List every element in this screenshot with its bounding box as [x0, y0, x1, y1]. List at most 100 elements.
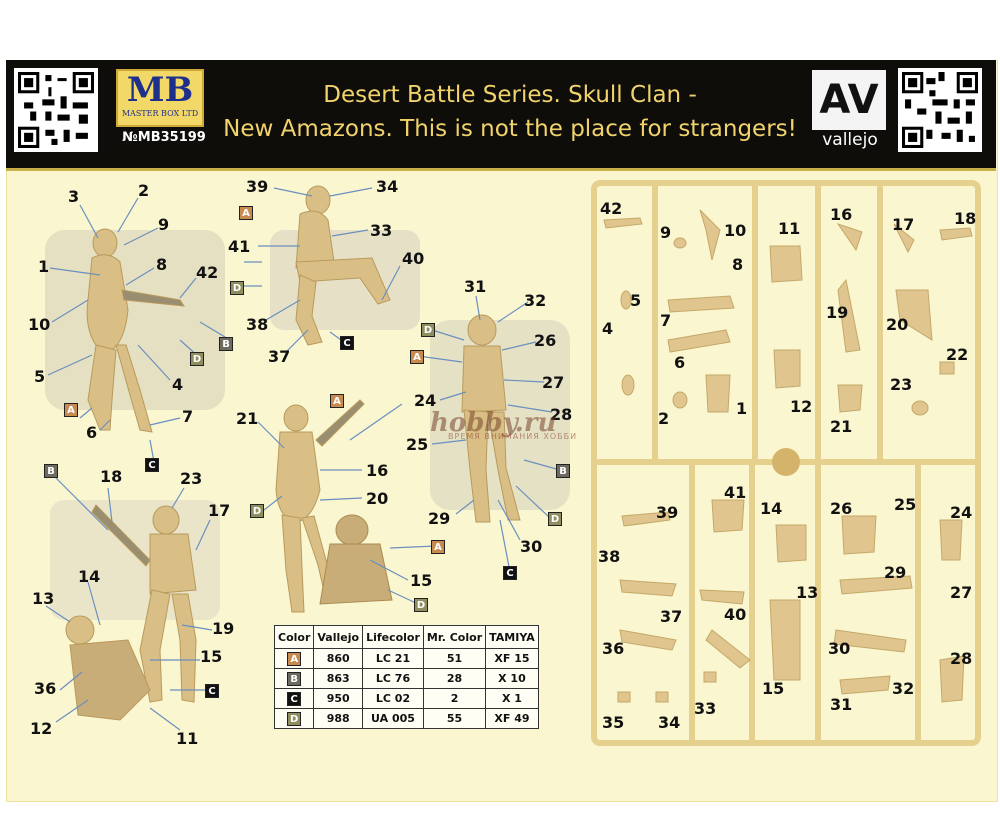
page-title: Desert Battle Series. Skull Clan - New A… — [215, 78, 805, 146]
table-row: D 988 UA 005 55 XF 49 — [273, 708, 539, 729]
callout-sprue-22: 22 — [946, 345, 969, 364]
color-cell: D — [273, 708, 315, 729]
callout-sprue-6: 6 — [674, 353, 686, 372]
qr-icon — [902, 72, 978, 148]
callout-sprue-11: 11 — [778, 219, 801, 238]
callout-sprue-39: 39 — [656, 503, 679, 522]
color-badge-d: D — [190, 352, 204, 366]
figure-2 — [295, 185, 391, 346]
color-badge-c: C — [503, 566, 517, 580]
callout-sprue-17: 17 — [892, 215, 915, 234]
figure-4 — [275, 399, 365, 613]
vallejo-logo: AV — [812, 70, 886, 130]
callout-fig3-32: 32 — [524, 291, 547, 310]
callout-fig3-28: 28 — [550, 405, 573, 424]
paint-table-header: Color Vallejo Lifecolor Mr. Color TAMIYA — [273, 625, 539, 649]
qr-code-left[interactable] — [14, 68, 98, 152]
sprue-frame — [591, 180, 981, 746]
vallejo-cell: 860 — [313, 648, 364, 669]
callout-fig5-17: 17 — [208, 501, 231, 520]
callout-fig4-15: 15 — [410, 571, 433, 590]
callout-sprue-37: 37 — [660, 607, 683, 626]
figure-4-kneeling — [319, 514, 393, 605]
table-row: A 860 LC 21 51 XF 15 — [273, 648, 539, 669]
color-badge-b: B — [556, 464, 570, 478]
table-row: B 863 LC 76 28 X 10 — [273, 668, 539, 689]
callout-fig5-14: 14 — [78, 567, 101, 586]
callout-fig4-21: 21 — [236, 409, 259, 428]
color-swatch-d: D — [287, 711, 302, 726]
callout-sprue-23: 23 — [890, 375, 913, 394]
callout-fig2-41: 41 — [228, 237, 251, 256]
vallejo-cell: 950 — [313, 688, 364, 709]
callout-sprue-18: 18 — [954, 209, 977, 228]
header-lifecolor: Lifecolor — [362, 625, 424, 649]
header-color: Color — [273, 625, 315, 649]
callout-fig3-27: 27 — [542, 373, 565, 392]
callout-fig2-37: 37 — [268, 347, 291, 366]
callout-fig1-42: 42 — [196, 263, 219, 282]
callout-sprue-41: 41 — [724, 483, 747, 502]
callout-sprue-26: 26 — [830, 499, 853, 518]
callout-sprue-16: 16 — [830, 205, 853, 224]
tamiya-cell: XF 15 — [485, 648, 539, 669]
callout-fig5-36: 36 — [34, 679, 57, 698]
callout-sprue-32: 32 — [892, 679, 915, 698]
color-badge-c: C — [340, 336, 354, 350]
callout-fig1-10: 10 — [28, 315, 51, 334]
callout-fig5-13: 13 — [32, 589, 55, 608]
callout-sprue-35: 35 — [602, 713, 625, 732]
callout-sprue-15: 15 — [762, 679, 785, 698]
color-cell: C — [273, 688, 315, 709]
callout-sprue-8: 8 — [732, 255, 744, 274]
callout-fig5-18: 18 — [100, 467, 123, 486]
callout-fig4-16: 16 — [366, 461, 389, 480]
qr-icon — [18, 72, 94, 148]
callout-fig1-5: 5 — [34, 367, 46, 386]
callout-fig2-33: 33 — [370, 221, 393, 240]
callout-fig1-6: 6 — [86, 423, 98, 442]
qr-code-right[interactable] — [898, 68, 982, 152]
tamiya-cell: X 10 — [485, 668, 539, 689]
callout-sprue-29: 29 — [884, 563, 907, 582]
callout-fig2-38: 38 — [246, 315, 269, 334]
callout-fig5-11: 11 — [176, 729, 199, 748]
watermark-sub: ВРЕМЯ ВНИМАНИЯ ХОББИ — [448, 432, 578, 441]
tamiya-cell: XF 49 — [485, 708, 539, 729]
callout-fig1-3: 3 — [68, 187, 80, 206]
mrcolor-cell: 2 — [422, 688, 487, 709]
color-badge-a: A — [239, 206, 253, 220]
photo-bg-5 — [50, 500, 220, 620]
sprue-parts — [603, 209, 973, 703]
callout-sprue-12: 12 — [790, 397, 813, 416]
callout-fig3-31: 31 — [464, 277, 487, 296]
callout-sprue-5: 5 — [630, 291, 642, 310]
title-line-1: Desert Battle Series. Skull Clan - — [323, 82, 697, 108]
callout-sprue-25: 25 — [894, 495, 917, 514]
paint-reference-table: Color Vallejo Lifecolor Mr. Color TAMIYA… — [273, 625, 539, 729]
callout-sprue-30: 30 — [828, 639, 851, 658]
callout-fig1-9: 9 — [158, 215, 170, 234]
color-badge-d: D — [414, 598, 428, 612]
figure-3 — [461, 314, 521, 523]
callout-fig3-24: 24 — [414, 391, 437, 410]
callout-fig1-4: 4 — [172, 375, 184, 394]
callout-sprue-2: 2 — [658, 409, 670, 428]
callout-fig5-15: 15 — [200, 647, 223, 666]
lifecolor-cell: UA 005 — [362, 708, 424, 729]
callout-fig5-19: 19 — [212, 619, 235, 638]
watermark: hobby.ru — [430, 408, 557, 438]
tamiya-cell: X 1 — [485, 688, 539, 709]
color-badge-c: C — [205, 684, 219, 698]
color-swatch-a: A — [287, 651, 302, 666]
callout-sprue-42: 42 — [600, 199, 623, 218]
color-badge-b: B — [219, 337, 233, 351]
table-row: C 950 LC 02 2 X 1 — [273, 688, 539, 709]
figure-5 — [65, 504, 197, 721]
product-code: №MB35199 — [122, 130, 206, 145]
callout-fig4-20: 20 — [366, 489, 389, 508]
callout-sprue-40: 40 — [724, 605, 747, 624]
vallejo-name: vallejo — [822, 130, 878, 150]
